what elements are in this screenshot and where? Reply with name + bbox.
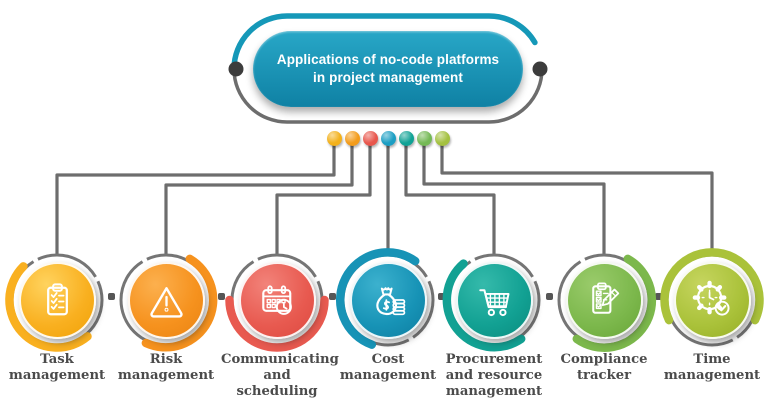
item-bubble	[455, 261, 533, 339]
item-bubble	[673, 261, 751, 339]
item-bubble	[349, 261, 427, 339]
warning-triangle-icon	[149, 286, 183, 318]
item-ring	[660, 248, 764, 347]
item-compliance-tracker: Compliance tracker	[544, 240, 664, 383]
item-ring	[225, 253, 329, 352]
item-time-management: Time management	[652, 240, 768, 383]
clipboard-check-icon	[46, 282, 68, 315]
title-arc-gray	[232, 67, 544, 124]
branch-dot	[398, 131, 414, 146]
item-label: Compliance tracker	[560, 352, 648, 383]
item-bubble	[18, 261, 96, 339]
title-end-dot	[532, 61, 548, 77]
branch-dot	[416, 131, 432, 146]
item-label: Communicating and scheduling	[221, 352, 339, 399]
junction-dot	[108, 293, 115, 300]
item-bubble	[127, 261, 205, 339]
branch-dot	[380, 131, 396, 146]
item-ring	[119, 253, 218, 352]
title-text: Applications of no-code platforms in pro…	[276, 52, 500, 85]
item-ring	[5, 253, 104, 352]
calendar-clock-icon	[261, 284, 292, 315]
clipboard-pencil-icon	[591, 281, 619, 314]
item-procurement-resource-management: Procurement and resource management	[434, 240, 554, 399]
item-label: Task management	[8, 352, 106, 383]
item-cost-management: Cost management	[328, 240, 448, 383]
shopping-cart-icon	[478, 288, 509, 316]
junction-dot	[437, 293, 445, 300]
money-bag-icon	[375, 286, 405, 315]
title-arc-teal	[231, 13, 538, 72]
title-end-dot	[228, 61, 244, 77]
item-risk-management: Risk management	[106, 240, 226, 383]
junction-dot	[654, 293, 662, 300]
item-ring	[557, 253, 657, 352]
branch-dot	[434, 131, 450, 146]
item-task-management: Task management	[0, 240, 117, 383]
item-label: Procurement and resource management	[445, 352, 543, 399]
item-label: Time management	[663, 352, 761, 383]
item-bubble	[238, 261, 316, 339]
item-label: Cost management	[339, 352, 437, 383]
item-ring	[336, 248, 435, 349]
item-communicating-scheduling: Communicating and scheduling	[217, 240, 339, 399]
junction-dot	[329, 293, 336, 300]
junction-dot	[218, 293, 225, 300]
title-banner: Applications of no-code platforms in pro…	[253, 31, 523, 107]
item-bubble	[565, 261, 643, 339]
junction-dot	[545, 293, 553, 300]
item-label: Risk management	[117, 352, 215, 383]
branch-dot	[362, 131, 378, 146]
branch-dot	[344, 131, 360, 146]
gear-clock-icon	[692, 280, 730, 316]
item-ring	[442, 253, 541, 352]
branch-dot	[326, 131, 342, 146]
